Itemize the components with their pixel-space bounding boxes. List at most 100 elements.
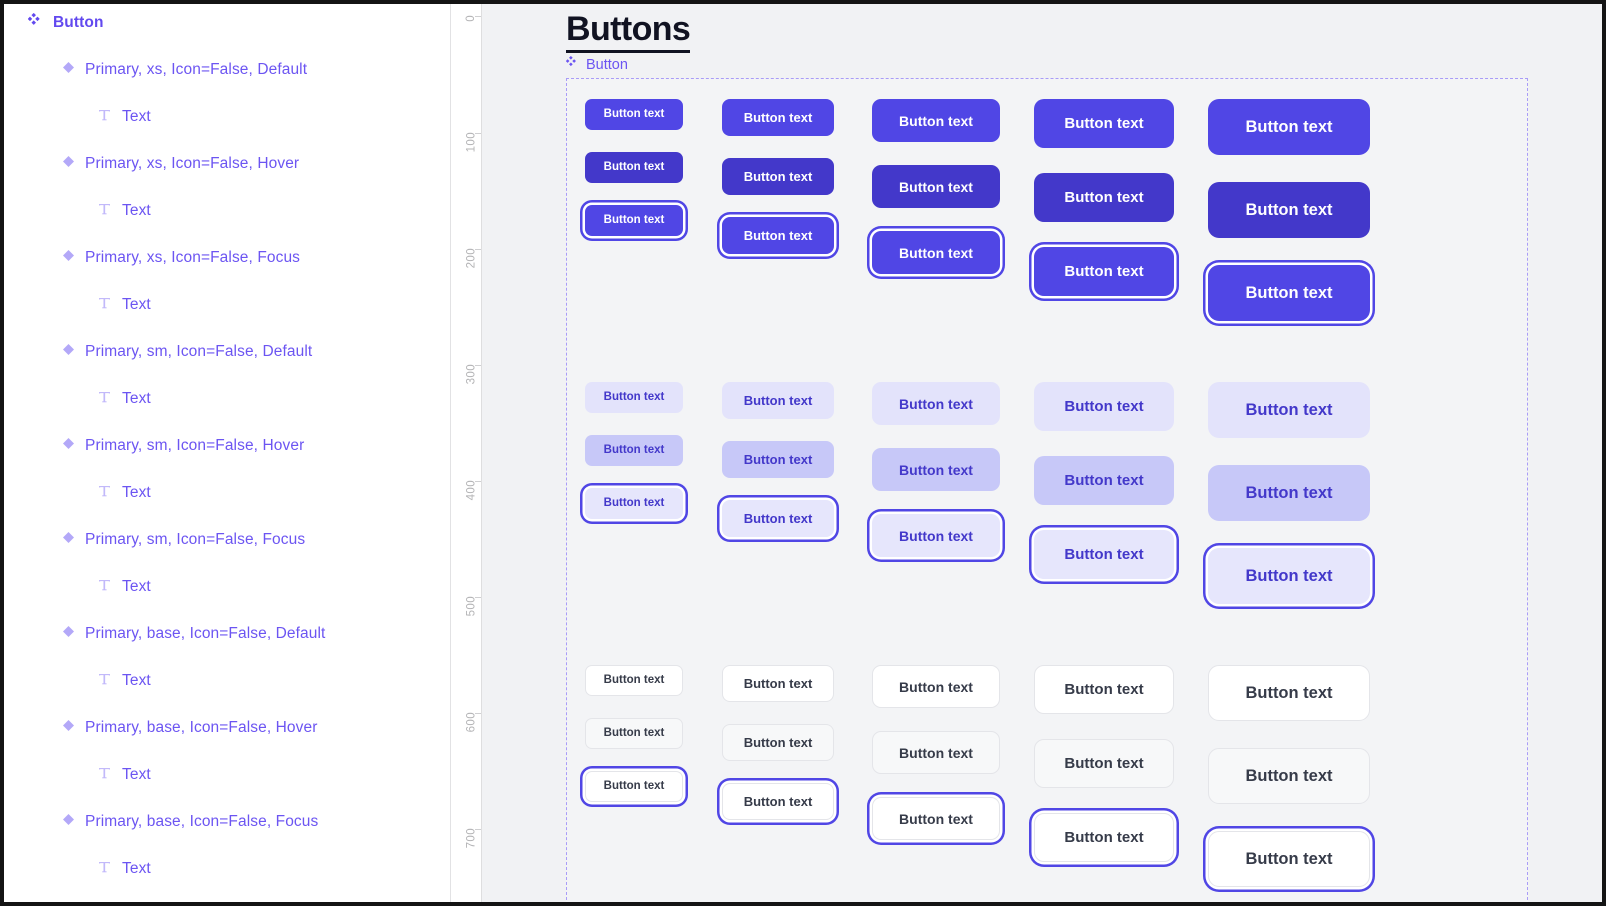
button-light-xl-hover[interactable]: Button text: [1208, 465, 1370, 521]
button-primary-lg-focus[interactable]: Button text: [1034, 247, 1174, 296]
button-label: Button text: [899, 527, 973, 544]
button-light-sm-hover[interactable]: Button text: [722, 441, 834, 478]
button-primary-base-default[interactable]: Button text: [872, 99, 1000, 142]
text-layer-icon: [97, 859, 112, 879]
button-light-xl-focus[interactable]: Button text: [1208, 548, 1370, 604]
button-primary-xs-focus[interactable]: Button text: [585, 205, 683, 236]
button-primary-xl-focus[interactable]: Button text: [1208, 265, 1370, 321]
button-white-xs-hover[interactable]: Button text: [585, 718, 683, 749]
button-white-xl-hover[interactable]: Button text: [1208, 748, 1370, 804]
frame-label-text: Button: [586, 56, 628, 73]
button-primary-xl-default[interactable]: Button text: [1208, 99, 1370, 155]
button-primary-sm-default[interactable]: Button text: [722, 99, 834, 136]
button-frame[interactable]: Button text Button text Button text Butt…: [566, 78, 1528, 902]
button-primary-xl-hover[interactable]: Button text: [1208, 182, 1370, 238]
button-light-lg-hover[interactable]: Button text: [1034, 456, 1174, 505]
button-primary-lg-default[interactable]: Button text: [1034, 99, 1174, 148]
button-white-xl-focus[interactable]: Button text: [1208, 831, 1370, 887]
layer-row-text[interactable]: Text: [4, 855, 450, 883]
layer-label: Button: [53, 14, 104, 31]
button-light-base-focus[interactable]: Button text: [872, 514, 1000, 557]
button-primary-sm-hover[interactable]: Button text: [722, 158, 834, 195]
button-light-xs-default[interactable]: Button text: [585, 382, 683, 413]
button-white-sm-default[interactable]: Button text: [722, 665, 834, 702]
button-white-base-default[interactable]: Button text: [872, 665, 1000, 708]
layer-label: Primary, xs, Icon=False, Focus: [85, 249, 301, 266]
button-light-xs-focus[interactable]: Button text: [585, 488, 683, 519]
layer-row-root[interactable]: Button: [4, 9, 450, 37]
button-label: Button text: [743, 735, 813, 750]
layer-row-text[interactable]: Text: [4, 291, 450, 319]
button-white-lg-default[interactable]: Button text: [1034, 665, 1174, 714]
button-primary-base-hover[interactable]: Button text: [872, 165, 1000, 208]
ruler-tick-label: 500: [465, 596, 477, 617]
layer-row-component[interactable]: Primary, base, Icon=False, Hover: [4, 714, 450, 742]
button-white-base-focus[interactable]: Button text: [872, 797, 1000, 840]
button-primary-sm-focus[interactable]: Button text: [722, 217, 834, 254]
button-label: Button text: [1064, 398, 1144, 415]
button-light-lg-default[interactable]: Button text: [1034, 382, 1174, 431]
button-label: Button text: [1245, 117, 1333, 136]
button-white-lg-focus[interactable]: Button text: [1034, 813, 1174, 862]
page-title: Buttons: [566, 11, 691, 53]
layer-row-component[interactable]: Primary, base, Icon=False, Focus: [4, 808, 450, 836]
button-label: Button text: [899, 678, 973, 695]
button-light-sm-default[interactable]: Button text: [722, 382, 834, 419]
button-label: Button text: [1245, 849, 1333, 868]
layer-label: Text: [122, 578, 151, 595]
frame-label[interactable]: Button: [565, 55, 628, 73]
button-label: Button text: [1245, 400, 1333, 419]
button-white-lg-hover[interactable]: Button text: [1034, 739, 1174, 788]
layer-row-text[interactable]: Text: [4, 573, 450, 601]
button-light-xl-default[interactable]: Button text: [1208, 382, 1370, 438]
button-primary-xs-default[interactable]: Button text: [585, 99, 683, 130]
layer-row-component[interactable]: Primary, base, Icon=False, Default: [4, 620, 450, 648]
layer-row-component[interactable]: Primary, sm, Icon=False, Hover: [4, 432, 450, 460]
button-label: Button text: [1245, 283, 1333, 302]
button-light-sm-focus[interactable]: Button text: [722, 500, 834, 537]
component-icon: [62, 531, 75, 549]
button-label: Button text: [1064, 115, 1144, 132]
layer-row-text[interactable]: Text: [4, 667, 450, 695]
layer-row-text[interactable]: Text: [4, 761, 450, 789]
layer-row-text[interactable]: Text: [4, 479, 450, 507]
button-label: Button text: [899, 395, 973, 412]
button-primary-xs-hover[interactable]: Button text: [585, 152, 683, 183]
layers-panel[interactable]: Button Primary, xs, Icon=False, Default …: [4, 4, 451, 902]
button-light-xs-hover[interactable]: Button text: [585, 435, 683, 466]
button-label: Button text: [1245, 683, 1333, 702]
button-light-base-default[interactable]: Button text: [872, 382, 1000, 425]
button-white-sm-focus[interactable]: Button text: [722, 783, 834, 820]
design-canvas[interactable]: Buttons Button Button text Button text: [482, 4, 1602, 902]
layer-label: Primary, base, Icon=False, Hover: [85, 719, 318, 736]
button-white-xs-focus[interactable]: Button text: [585, 771, 683, 802]
button-label: Button text: [603, 213, 665, 226]
button-label: Button text: [743, 169, 813, 184]
layer-row-component[interactable]: Primary, xs, Icon=False, Focus: [4, 244, 450, 272]
button-light-lg-focus[interactable]: Button text: [1034, 530, 1174, 579]
layer-label: Primary, base, Icon=False, Default: [85, 625, 326, 642]
layer-row-component[interactable]: Primary, sm, Icon=False, Default: [4, 338, 450, 366]
button-primary-base-focus[interactable]: Button text: [872, 231, 1000, 274]
button-white-xl-default[interactable]: Button text: [1208, 665, 1370, 721]
ruler-tick-label: 100: [465, 132, 477, 153]
button-white-base-hover[interactable]: Button text: [872, 731, 1000, 774]
component-icon: [62, 343, 75, 361]
button-label: Button text: [1064, 189, 1144, 206]
button-label: Button text: [899, 244, 973, 261]
button-label: Button text: [1064, 546, 1144, 563]
layer-row-text[interactable]: Text: [4, 385, 450, 413]
ruler-tick-mark: [475, 249, 481, 250]
layer-row-text[interactable]: Text: [4, 103, 450, 131]
button-light-base-hover[interactable]: Button text: [872, 448, 1000, 491]
layer-label: Primary, sm, Icon=False, Hover: [85, 437, 305, 454]
text-layer-icon: [97, 671, 112, 691]
button-white-xs-default[interactable]: Button text: [585, 665, 683, 696]
button-white-sm-hover[interactable]: Button text: [722, 724, 834, 761]
layer-row-component[interactable]: Primary, xs, Icon=False, Hover: [4, 150, 450, 178]
button-primary-lg-hover[interactable]: Button text: [1034, 173, 1174, 222]
layer-row-component[interactable]: Primary, xs, Icon=False, Default: [4, 56, 450, 84]
layer-row-text[interactable]: Text: [4, 197, 450, 225]
layer-row-component[interactable]: Primary, sm, Icon=False, Focus: [4, 526, 450, 554]
